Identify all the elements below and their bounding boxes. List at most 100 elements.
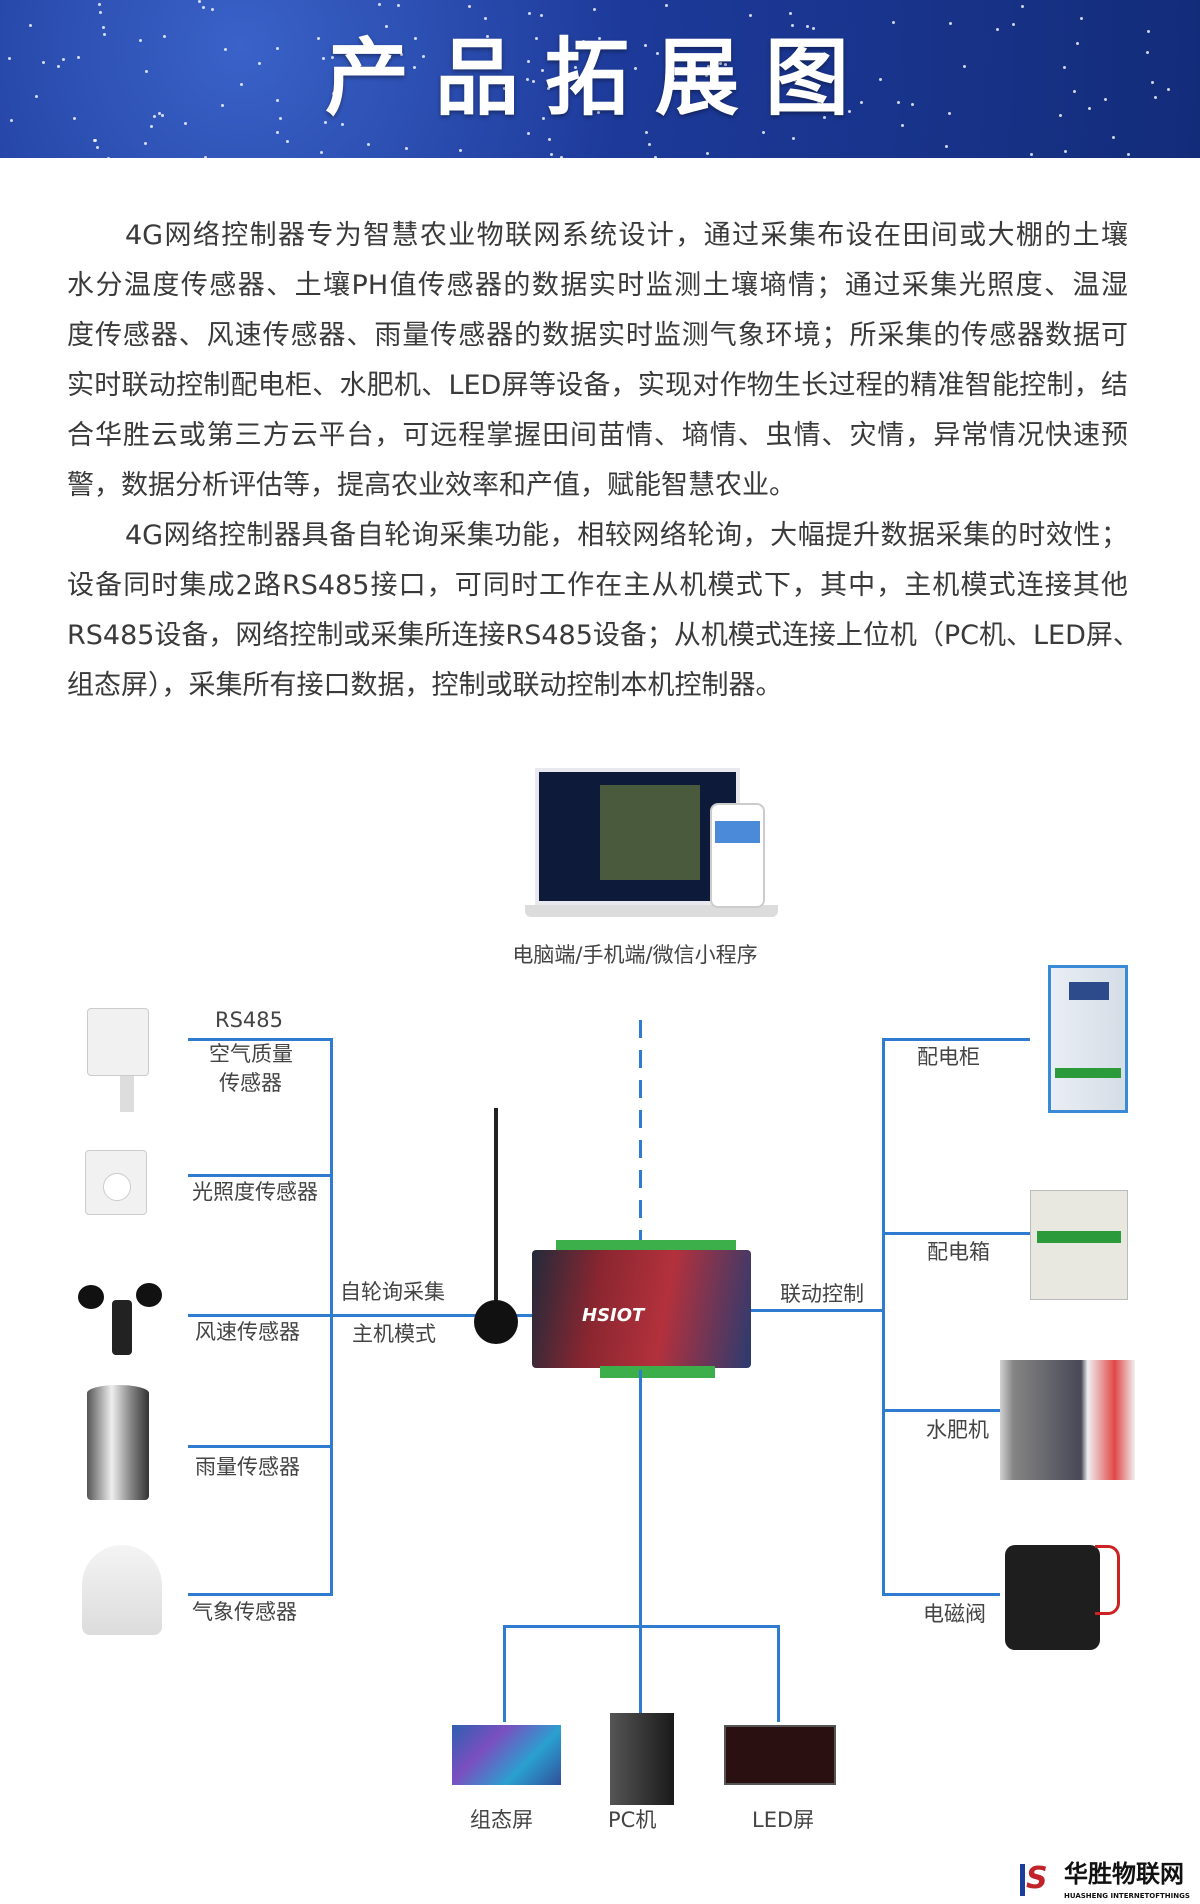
star-decoration	[275, 99, 279, 103]
polling-label: 自轮询采集	[340, 1280, 445, 1304]
bus-branch	[503, 1625, 506, 1722]
star-decoration	[910, 103, 914, 107]
linkage-link-line	[751, 1309, 884, 1312]
star-decoration	[588, 88, 592, 92]
star-decoration	[92, 139, 96, 143]
star-decoration	[107, 156, 111, 158]
star-decoration	[279, 116, 283, 120]
star-decoration	[540, 69, 544, 73]
star-decoration	[204, 155, 208, 158]
star-decoration	[94, 138, 98, 142]
star-decoration	[184, 122, 188, 126]
star-decoration	[377, 3, 381, 7]
bus-branch	[188, 1038, 333, 1041]
star-decoration	[528, 11, 532, 15]
star-decoration	[1063, 65, 1067, 69]
rain-sensor-label: 雨量传感器	[195, 1455, 300, 1479]
weather-sensor-label: 气象传感器	[192, 1600, 297, 1624]
star-decoration	[405, 146, 409, 150]
star-decoration	[602, 70, 606, 74]
terminal-block-bottom	[600, 1366, 715, 1378]
hmi-label: 组态屏	[470, 1808, 533, 1832]
star-decoration	[573, 65, 577, 69]
text-line: 度传感器、风速传感器、雨量传感器的数据实时监测气象环境；所采集的传感器数据可	[67, 320, 1128, 351]
star-decoration	[197, 0, 201, 4]
star-decoration	[76, 56, 80, 60]
logo-subtitle: HUASHENG INTERNETOFTHINGS	[1064, 1892, 1190, 1900]
rs485-bus-line	[330, 1038, 333, 1596]
air-quality-label: 空气质量	[209, 1042, 293, 1066]
wind-sensor-label: 风速传感器	[195, 1320, 300, 1344]
star-decoration	[468, 5, 472, 9]
star-decoration	[1146, 29, 1150, 33]
rain-sensor-image	[87, 1385, 149, 1500]
star-decoration	[211, 7, 215, 11]
star-decoration	[258, 62, 262, 66]
light-sensor-label: 光照度传感器	[192, 1180, 318, 1204]
star-decoration	[158, 112, 162, 115]
antenna	[494, 1108, 498, 1308]
pc-tower-image	[610, 1713, 674, 1805]
star-decoration	[35, 94, 39, 98]
star-decoration	[335, 77, 339, 81]
star-decoration	[341, 123, 345, 127]
star-decoration	[1021, 4, 1025, 8]
star-decoration	[220, 103, 224, 107]
star-decoration	[723, 63, 727, 67]
star-decoration	[665, 3, 669, 7]
star-decoration	[719, 62, 723, 66]
star-decoration	[647, 143, 651, 147]
star-decoration	[484, 17, 488, 21]
star-decoration	[275, 131, 279, 135]
star-decoration	[794, 78, 798, 82]
star-decoration	[385, 25, 389, 29]
wind-sensor-image	[78, 1275, 168, 1355]
bus-branch	[882, 1593, 1000, 1596]
weather-sensor-image	[82, 1545, 162, 1635]
logo-name: 华胜物联网	[1064, 1860, 1184, 1888]
star-decoration	[400, 53, 404, 57]
star-decoration	[223, 48, 227, 52]
star-decoration	[503, 86, 507, 90]
star-decoration	[99, 10, 103, 14]
star-decoration	[138, 38, 142, 42]
star-decoration	[748, 13, 752, 17]
star-decoration	[286, 139, 290, 143]
platform-label: 电脑端/手机端/微信小程序	[512, 943, 758, 967]
star-decoration	[891, 20, 895, 24]
star-decoration	[1075, 41, 1079, 45]
star-decoration	[1153, 96, 1157, 100]
star-decoration	[316, 37, 320, 41]
text-line: 实时联动控制配电柜、水肥机、LED屏等设备，实现对作物生长过程的精准智能控制，结	[67, 370, 1128, 401]
star-decoration	[541, 116, 545, 120]
cabinet-label: 配电柜	[917, 1045, 980, 1069]
text-line: 设备同时集成2路RS485接口，可同时工作在主从机模式下，其中，主机模式连接其他	[67, 570, 1128, 601]
fertilizer-label: 水肥机	[926, 1418, 989, 1442]
star-decoration	[10, 119, 14, 123]
star-decoration	[1072, 89, 1076, 93]
linkage-label: 联动控制	[780, 1282, 864, 1306]
control-bus-line	[882, 1038, 885, 1596]
star-decoration	[163, 35, 167, 39]
star-decoration	[540, 14, 544, 18]
air-quality-sensor-image	[87, 1008, 149, 1076]
star-decoration	[321, 56, 325, 60]
star-decoration	[598, 37, 602, 41]
star-decoration	[788, 12, 792, 16]
led-label: LED屏	[752, 1808, 815, 1832]
star-decoration	[547, 137, 551, 141]
star-decoration	[414, 36, 418, 40]
star-decoration	[331, 55, 335, 59]
star-decoration	[324, 121, 328, 125]
banner: 产品拓展图	[0, 0, 1200, 158]
star-decoration	[1087, 107, 1091, 111]
star-decoration	[396, 4, 400, 8]
star-decoration	[581, 39, 585, 43]
page-title: 产品拓展图	[324, 29, 875, 127]
antenna-base	[474, 1300, 518, 1344]
star-decoration	[792, 137, 796, 141]
star-decoration	[597, 111, 601, 115]
star-decoration	[482, 80, 486, 84]
polling-link-line	[330, 1314, 532, 1317]
star-decoration	[656, 52, 660, 56]
